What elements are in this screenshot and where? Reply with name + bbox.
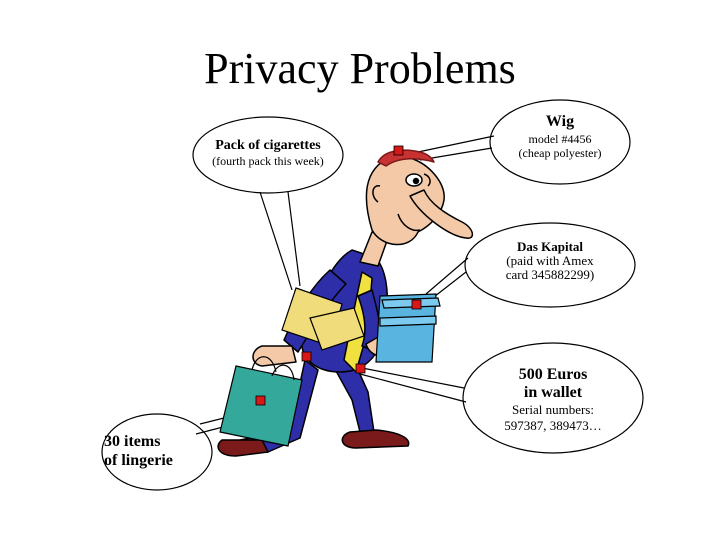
rfid-tag-package [301,351,312,362]
wig-line2: (cheap polyester) [518,146,602,160]
lingerie-heading2: of lingerie [104,452,173,469]
wig-line1: model #4456 [528,132,592,146]
book-stack [375,293,441,363]
wig-bubble [489,99,631,185]
cigarettes-bubble-text: Pack of cigarettes (fourth pack this wee… [200,138,336,168]
book-bubble-text: Das Kapital (paid with Amex card 3458822… [475,240,625,282]
wig-heading: Wig [545,113,575,130]
wallet-line1: Serial numbers: [512,402,594,417]
rfid-tag-bag [255,395,266,406]
slide-title: Privacy Problems [204,44,516,93]
wig-bubble-text: Wig model #4456 (cheap polyester) [500,112,620,160]
lingerie-bubble-text: 30 items of lingerie [104,432,184,470]
rfid-tag-wig [393,145,404,156]
cigarettes-bubble [192,116,344,194]
wallet-heading2: in wallet [523,384,583,401]
wallet-bubble [462,342,644,454]
wallet-heading1: 500 Euros [518,366,588,383]
book-line2: card 345882299) [505,267,595,282]
rfid-tag-book [411,299,422,310]
book-bubble [464,222,636,308]
cigarettes-detail: (fourth pack this week) [212,154,324,168]
wallet-line2: 597387, 389473… [504,418,602,433]
rfid-tag-wallet [355,363,366,374]
book-heading: Das Kapital [516,239,584,254]
book-line1: (paid with Amex [506,253,594,268]
package [281,287,365,351]
shopping-bag [219,356,303,447]
wallet-bubble-text: 500 Euros in wallet Serial numbers: 5973… [472,366,634,434]
lingerie-heading1: 30 items [104,433,161,450]
lingerie-bubble [101,413,213,491]
cigarettes-heading: Pack of cigarettes [215,138,321,153]
